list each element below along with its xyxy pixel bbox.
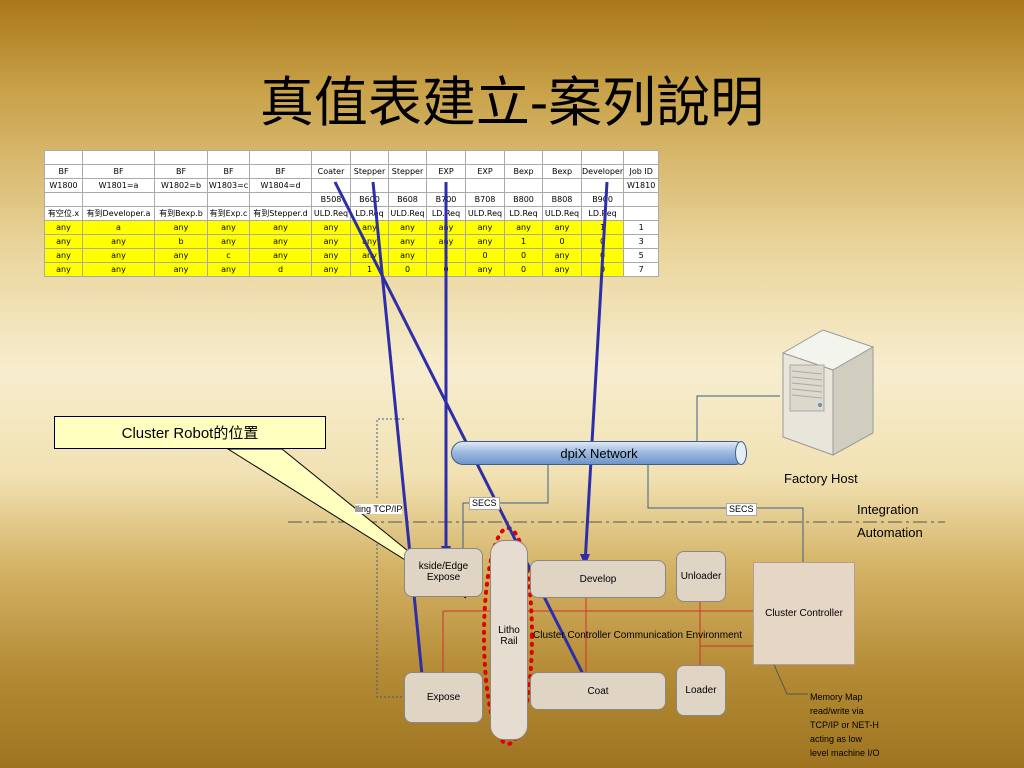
table-cell: 0 bbox=[504, 248, 543, 263]
table-cell: any bbox=[44, 262, 83, 277]
table-cell: any bbox=[44, 248, 83, 263]
memory-note-line: Memory Map bbox=[810, 692, 863, 702]
table-row bbox=[44, 150, 660, 165]
table-cell: 1 bbox=[504, 234, 543, 249]
table-cell: a bbox=[82, 220, 155, 235]
automation-label: Automation bbox=[857, 525, 923, 540]
memory-note-line: read/write via bbox=[810, 706, 864, 716]
unloader-module[interactable]: Unloader bbox=[676, 551, 726, 602]
table-cell: 3 bbox=[623, 234, 660, 249]
memory-note-line: TCP/IP or NET-H bbox=[810, 720, 879, 730]
slide-title: 真值表建立-案列說明 bbox=[259, 71, 765, 134]
cluster-robot-callout: Cluster Robot的位置 bbox=[54, 416, 326, 449]
polling-drop bbox=[462, 502, 470, 550]
table-cell: any bbox=[542, 262, 582, 277]
backside-label-2: Expose bbox=[426, 572, 461, 583]
table-cell: 0 bbox=[388, 262, 427, 277]
secs-drop-1 bbox=[500, 465, 549, 504]
table-cell: 7 bbox=[623, 262, 660, 277]
expose-module[interactable]: Expose bbox=[404, 672, 483, 723]
network-pipe: dpiX Network bbox=[451, 441, 747, 465]
table-cell: any bbox=[504, 220, 543, 235]
table-cell: any bbox=[311, 262, 351, 277]
coat-module[interactable]: Coat bbox=[530, 672, 666, 710]
loader-module[interactable]: Loader bbox=[676, 665, 726, 716]
table-cell: any bbox=[82, 262, 155, 277]
table-cell: any bbox=[207, 262, 250, 277]
table-cell: any bbox=[249, 220, 312, 235]
mapping-arrows bbox=[333, 181, 609, 696]
table-cell: 0 bbox=[542, 234, 582, 249]
memory-note-line: acting as low bbox=[810, 734, 863, 744]
table-cell: any bbox=[207, 234, 250, 249]
secs-tag-2: SECS bbox=[726, 503, 757, 516]
litho-label: Litho bbox=[498, 625, 520, 636]
polling-border-bottom bbox=[376, 540, 404, 698]
rail-label: Rail bbox=[500, 636, 518, 647]
secs-tag-1: SECS bbox=[469, 497, 500, 510]
table-cell: 0 bbox=[504, 262, 543, 277]
table-cell: LD.Req bbox=[580, 206, 625, 221]
backside-label: kside/Edge bbox=[418, 561, 469, 572]
pipe-end-cap bbox=[735, 441, 747, 465]
table-cell: any bbox=[465, 262, 505, 277]
server-icon bbox=[781, 329, 875, 456]
host-link bbox=[696, 395, 780, 441]
comm-env-label: Cluster Controller Communication Environ… bbox=[533, 630, 742, 641]
secs-drop-2 bbox=[647, 465, 804, 562]
develop-module[interactable]: Develop bbox=[530, 560, 666, 598]
cluster-controller-module[interactable]: Cluster Controller bbox=[753, 562, 855, 665]
polling-border-top bbox=[376, 418, 404, 498]
table-cell: any bbox=[542, 220, 582, 235]
table-cell: any bbox=[465, 220, 505, 235]
litho-rail[interactable]: Litho Rail bbox=[490, 540, 528, 740]
table-cell: any bbox=[465, 234, 505, 249]
polling-label: lling TCP/IP bbox=[355, 504, 403, 514]
network-label: dpiX Network bbox=[560, 445, 638, 461]
memory-note-line: level machine I/O bbox=[810, 748, 880, 758]
table-cell: any bbox=[311, 248, 351, 263]
factory-host-label: Factory Host bbox=[784, 471, 858, 486]
table-cell: any bbox=[44, 220, 83, 235]
table-cell: d bbox=[249, 262, 312, 277]
integration-label: Integration bbox=[857, 502, 919, 517]
backside-expose-module[interactable]: kside/Edge Expose bbox=[404, 548, 483, 597]
memory-map-note: Memory Map read/write via TCP/IP or NET-… bbox=[810, 690, 880, 760]
table-cell: 1 bbox=[623, 220, 660, 235]
